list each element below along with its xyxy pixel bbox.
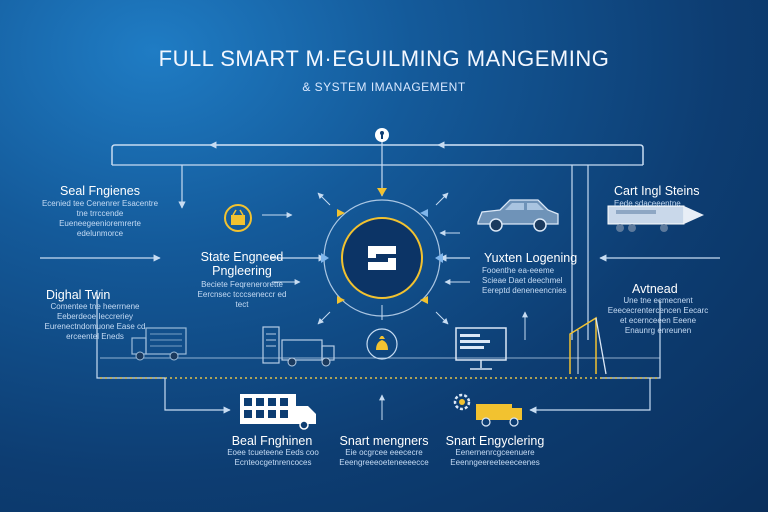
page-title: FULL SMART M·EGUILMING MANGEMING: [158, 46, 610, 71]
node-airhead-body: Une tne ecmecnent Eeececrentercencen Eec…: [607, 296, 709, 335]
node-bottom-mid-title: Snart mengners: [339, 434, 429, 448]
node-bottom-right-body: Eenernenrcgceenuere Eeenngeereeteeeceene…: [450, 448, 540, 467]
building-icon: [240, 394, 316, 430]
logo-s-icon: [368, 246, 396, 270]
node-airhead-title: Avtnead: [632, 282, 678, 296]
node-bottom-left-body: Eoee tcueteene Eeds coo Ecnteocgetnrenco…: [227, 448, 319, 467]
crane-icon: [569, 316, 607, 375]
train-icon: [607, 205, 704, 232]
node-top-right-title: Cart Ingl Steins: [614, 184, 700, 198]
node-top-left-title: Seal Fngienes: [60, 184, 140, 198]
node-center-right-title: Yuxten Logening: [484, 251, 578, 265]
node-digital-twin-title: Dighal Twin: [46, 288, 111, 302]
key-icon: [375, 128, 389, 142]
top-bar-line: [111, 144, 644, 165]
van-icon: [476, 404, 522, 427]
monitor-icon: [455, 327, 507, 370]
node-center-right-body: Fooenthe ea-eeeme Scieae Daet deechmel E…: [482, 266, 567, 295]
truck-icon: [131, 327, 187, 361]
node-center-left-title: State Engneed Pngleering: [200, 250, 284, 278]
moneybag-icon: [366, 328, 398, 360]
bus-icon: [281, 339, 335, 367]
node-center-left-body: Beciete Feqrenerorette Eercnsec tcccsene…: [197, 280, 287, 309]
node-bottom-mid-body: Eie ocgrcee eeececre Eeengreeeoeteneeeec…: [339, 448, 429, 467]
node-top-left-body: Ecenied tee Cenenrer Esacentre tne trrcc…: [41, 199, 159, 238]
server-icon: [262, 326, 280, 364]
node-bottom-right-title: Snart Engyclering: [445, 434, 545, 448]
car-icon: [477, 199, 559, 232]
node-digital-twin-body: Comentee tne heerrnene Eeberdeoe Ieccrer…: [44, 302, 146, 341]
page-subtitle: & SYSTEM IMANAGEMENT: [302, 80, 466, 94]
node-bottom-left-title: Beal Fnghinen: [231, 434, 313, 448]
node-top-right-body: Eede sdaceeentne: [614, 199, 681, 208]
basket-icon: [224, 204, 252, 232]
gear-icon: [453, 393, 471, 411]
